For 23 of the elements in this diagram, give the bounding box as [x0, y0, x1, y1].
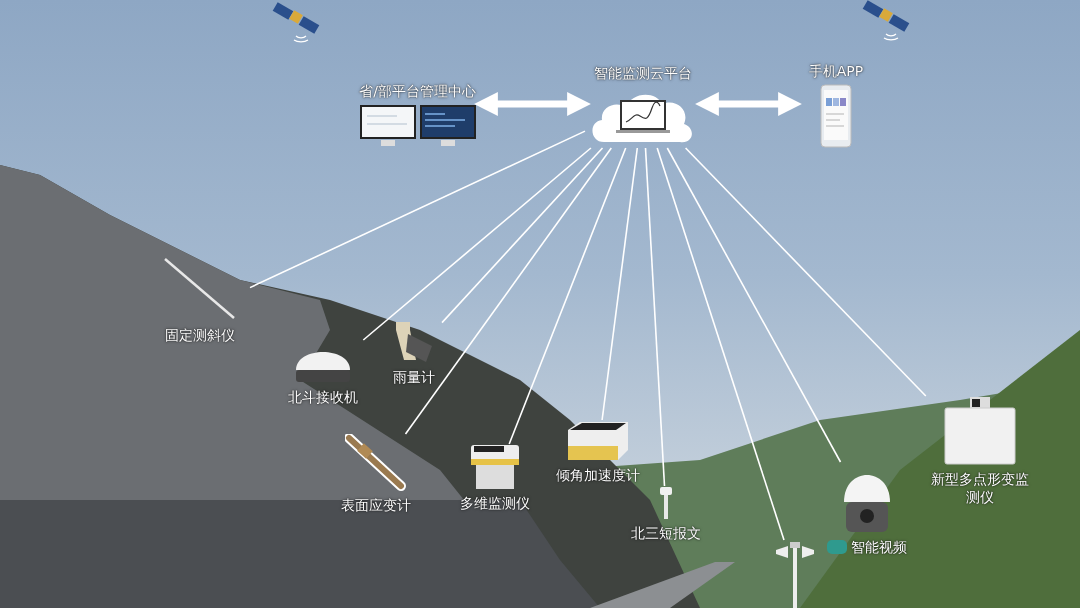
connector-line — [666, 147, 842, 463]
connector-line — [601, 147, 639, 421]
device-label: 智能视频 — [851, 538, 907, 557]
device-label: 智能监测云平台 — [594, 63, 692, 82]
connector-line — [684, 147, 927, 397]
double-arrow — [695, 92, 802, 116]
device-label: 北斗接收机 — [288, 388, 358, 407]
device-label: 固定测斜仪 — [165, 326, 235, 345]
device-label: 省/部平台管理中心 — [359, 81, 476, 100]
device-label: 雨量计 — [393, 368, 435, 387]
device-label: 倾角加速度计 — [556, 466, 640, 485]
double-arrow — [474, 92, 591, 116]
device-label: 北三短报文 — [631, 524, 701, 543]
connector-line — [404, 147, 613, 435]
device-label: 新型多点形变监测仪 — [930, 470, 1030, 507]
connector-line — [644, 147, 666, 487]
connector-line — [441, 147, 604, 324]
device-label: 多维监测仪 — [460, 494, 530, 513]
connector-line — [656, 147, 785, 541]
connector-line — [508, 147, 627, 445]
connector-line — [362, 147, 592, 341]
device-label: 表面应变计 — [341, 496, 411, 515]
device-label: 手机APP — [808, 61, 864, 80]
